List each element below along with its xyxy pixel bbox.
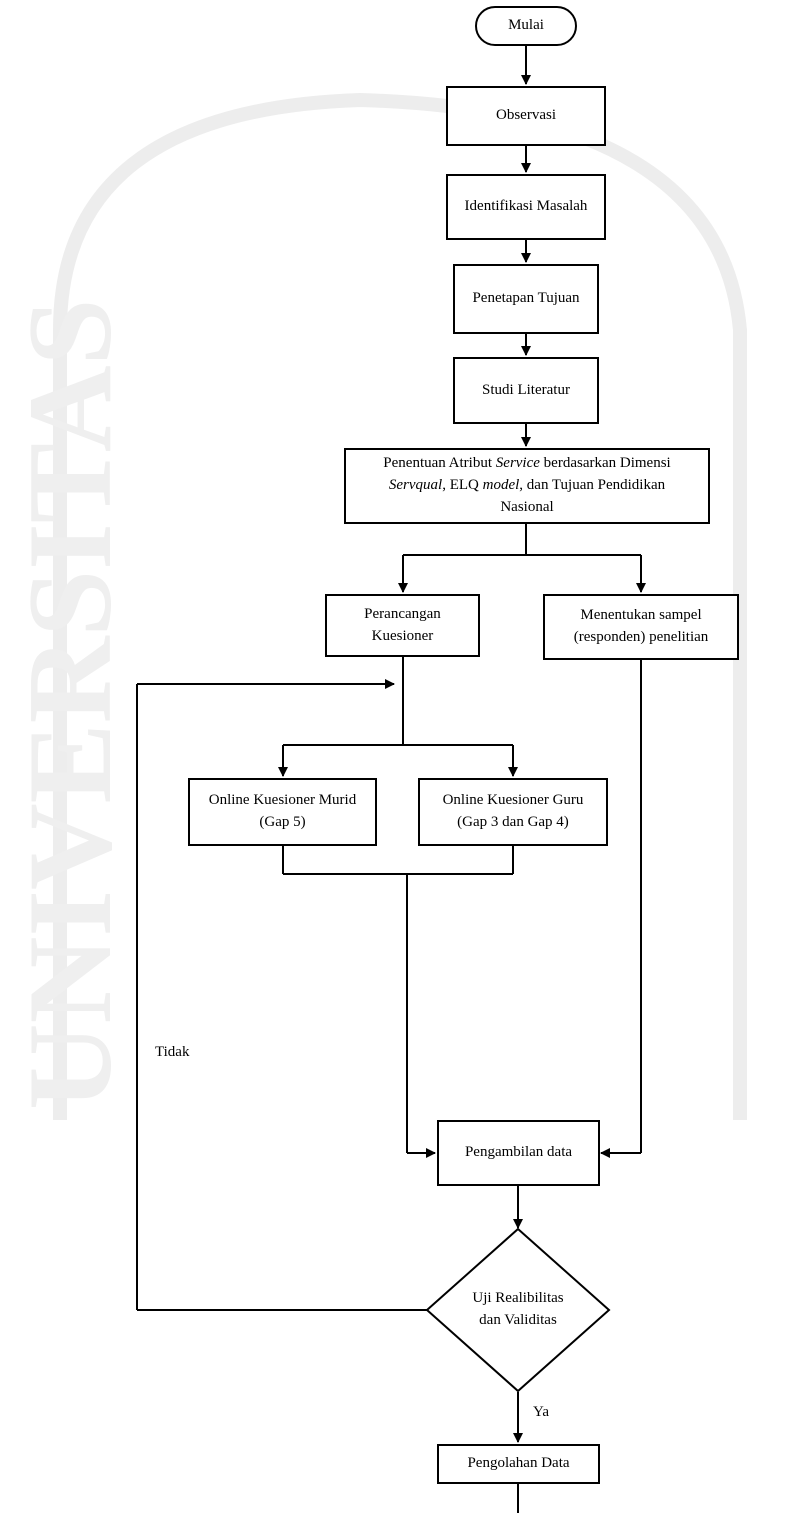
- guru-line1: Online Kuesioner Guru: [442, 792, 584, 809]
- pengambilan-process: Pengambilan data: [437, 1120, 600, 1186]
- murid-line1: Online Kuesioner Murid: [208, 792, 357, 809]
- penentuan-process: Penentuan Atribut Service berdasarkan Di…: [344, 448, 710, 524]
- guru-process: Online Kuesioner Guru (Gap 3 dan Gap 4): [418, 778, 608, 846]
- identifikasi-process: Identifikasi Masalah: [446, 174, 606, 240]
- murid-line2: (Gap 5): [259, 814, 306, 830]
- murid-process: Online Kuesioner Murid (Gap 5): [188, 778, 377, 846]
- penentuan-text-2: Service: [495, 455, 540, 472]
- pengambilan-label: Pengambilan data: [464, 1144, 573, 1161]
- ya-label: Ya: [533, 1404, 549, 1420]
- start-terminal: Mulai: [475, 6, 577, 46]
- penentuan-text-8: Nasional: [500, 498, 554, 515]
- penentuan-text-3: berdasarkan Dimensi: [539, 455, 671, 472]
- menentukan-line2: (responden) penelitian: [573, 629, 709, 645]
- penentuan-text-7: , dan Tujuan Pendidikan: [519, 477, 666, 494]
- identifikasi-label: Identifikasi Masalah: [464, 198, 588, 215]
- penetapan-process: Penetapan Tujuan: [453, 264, 599, 334]
- start-label: Mulai: [508, 17, 544, 34]
- observasi-label: Observasi: [496, 107, 556, 124]
- uji-line2: dan Validitas: [479, 1312, 557, 1328]
- penentuan-text-5: , ELQ: [442, 477, 483, 494]
- penentuan-text-4: Servqual: [388, 477, 443, 494]
- perancangan-line2: Kuesioner: [371, 627, 434, 644]
- guru-line2: (Gap 3 dan Gap 4): [457, 814, 569, 830]
- studi-label: Studi Literatur: [482, 381, 570, 398]
- pengolahan-process: Pengolahan Data: [437, 1444, 600, 1484]
- pengolahan-label: Pengolahan Data: [467, 1455, 570, 1472]
- studi-process: Studi Literatur: [453, 357, 599, 424]
- menentukan-line1: Menentukan sampel: [580, 607, 702, 624]
- tidak-label: Tidak: [155, 1044, 190, 1060]
- penetapan-label: Penetapan Tujuan: [472, 290, 580, 307]
- uji-line1: Uji Realibilitas: [472, 1290, 564, 1307]
- uji-decision-label: Uji Realibilitas dan Validitas: [447, 1280, 589, 1340]
- perancangan-process: Perancangan Kuesioner: [325, 594, 480, 657]
- penentuan-text-1: Penentuan Atribut: [383, 455, 496, 472]
- penentuan-text-6: model: [482, 477, 520, 494]
- decision-diamond: [425, 1227, 611, 1393]
- perancangan-line1: Perancangan: [364, 605, 441, 622]
- observasi-process: Observasi: [446, 86, 606, 146]
- menentukan-process: Menentukan sampel (responden) penelitian: [543, 594, 739, 660]
